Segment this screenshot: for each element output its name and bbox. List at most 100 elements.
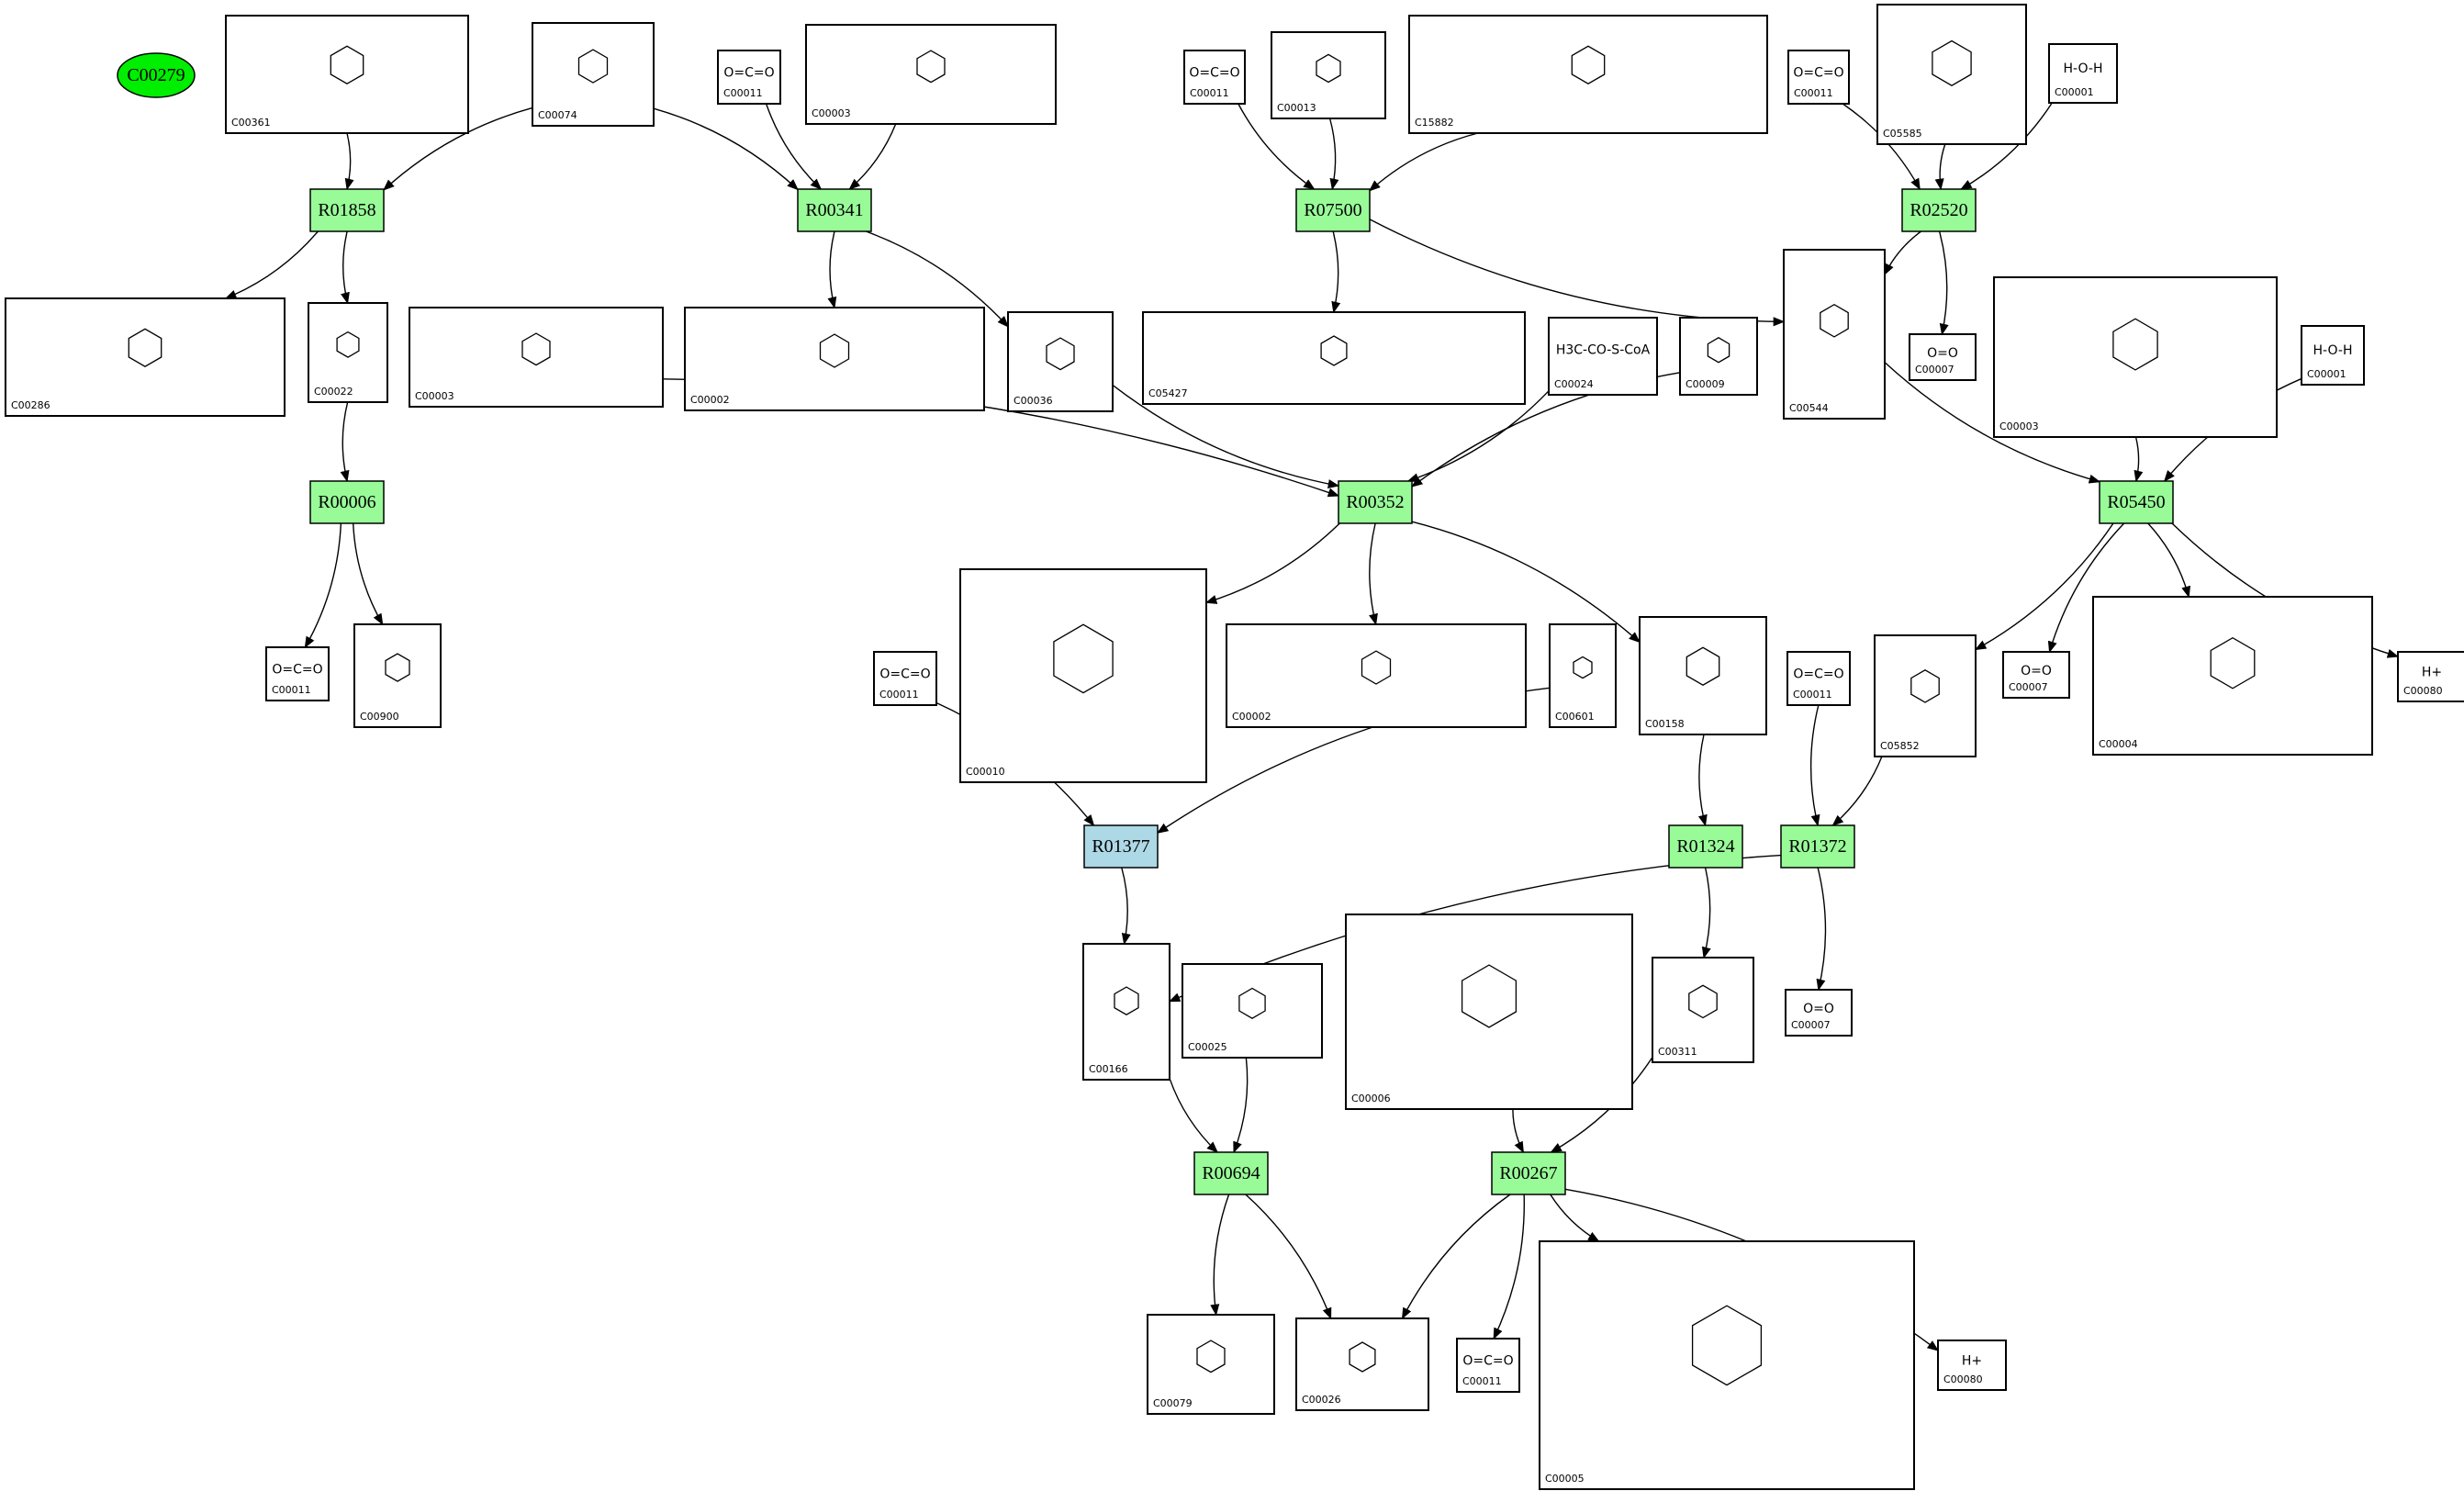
compound-box[interactable] (265, 646, 330, 701)
compound-node-c00026[interactable]: C00026 (1295, 1317, 1429, 1411)
compound-box[interactable] (2397, 651, 2464, 702)
compound-box[interactable] (5, 297, 286, 417)
reaction-box[interactable] (1338, 480, 1413, 524)
reaction-box[interactable] (1491, 1151, 1566, 1195)
reaction-node-R00341[interactable]: R00341 (797, 188, 872, 232)
compound-node-c00010[interactable]: C00010 (959, 568, 1207, 783)
compound-node-c00005[interactable]: C00005 (1539, 1240, 1915, 1490)
reaction-node-R01372[interactable]: R01372 (1780, 824, 1855, 869)
compound-node-c00003a[interactable]: C00003 (805, 24, 1057, 125)
reaction-node-R01858[interactable]: R01858 (309, 188, 385, 232)
compound-box[interactable] (308, 302, 388, 403)
reaction-box[interactable] (1295, 188, 1371, 232)
start-compound-node[interactable]: C00279 (117, 52, 196, 98)
compound-node-c00601[interactable]: C00601 (1549, 623, 1617, 728)
compound-box[interactable] (1876, 4, 2027, 145)
reaction-box[interactable] (2099, 480, 2174, 524)
compound-box[interactable] (1147, 1314, 1275, 1415)
compound-box[interactable] (1226, 623, 1527, 728)
compound-box[interactable] (1639, 616, 1767, 735)
reaction-box[interactable] (309, 480, 385, 524)
compound-node-c00286[interactable]: C00286 (5, 297, 286, 417)
reaction-box[interactable] (309, 188, 385, 232)
compound-node-c05585[interactable]: C05585 (1876, 4, 2027, 145)
compound-box[interactable] (2002, 651, 2070, 699)
compound-node-c00080a[interactable]: H+C00080 (2397, 651, 2464, 702)
reaction-node-R00694[interactable]: R00694 (1193, 1151, 1269, 1195)
compound-box[interactable] (532, 22, 655, 127)
compound-box[interactable] (1007, 311, 1114, 412)
reaction-box[interactable] (1780, 824, 1855, 869)
compound-box[interactable] (1874, 634, 1977, 757)
compound-node-c00079[interactable]: C00079 (1147, 1314, 1275, 1415)
compound-box[interactable] (1295, 1317, 1429, 1411)
compound-node-c00361[interactable]: C00361 (225, 15, 469, 134)
reaction-node-R00006[interactable]: R00006 (309, 480, 385, 524)
reaction-node-R07500[interactable]: R07500 (1295, 188, 1371, 232)
compound-box[interactable] (1182, 963, 1323, 1059)
compound-node-c00003b[interactable]: C00003 (409, 307, 664, 408)
compound-box[interactable] (1787, 50, 1850, 105)
compound-node-c15882[interactable]: C15882 (1408, 15, 1768, 134)
compound-node-c00006[interactable]: C00006 (1345, 914, 1633, 1110)
reaction-node-R01324[interactable]: R01324 (1668, 824, 1743, 869)
compound-box[interactable] (1082, 943, 1170, 1081)
compound-node-c00009[interactable]: C00009 (1679, 317, 1758, 396)
compound-box[interactable] (1456, 1338, 1520, 1393)
compound-box[interactable] (873, 651, 937, 706)
compound-box[interactable] (1408, 15, 1768, 134)
compound-box[interactable] (805, 24, 1057, 125)
compound-node-c00311[interactable]: C00311 (1652, 957, 1754, 1063)
reaction-node-R05450[interactable]: R05450 (2099, 480, 2174, 524)
compound-box[interactable] (1786, 651, 1851, 706)
reaction-node-R02520[interactable]: R02520 (1901, 188, 1977, 232)
compound-box[interactable] (1679, 317, 1758, 396)
reaction-box[interactable] (797, 188, 872, 232)
compound-box[interactable] (1183, 50, 1246, 105)
compound-node-c00158[interactable]: C00158 (1639, 616, 1767, 735)
compound-node-c00166[interactable]: C00166 (1082, 943, 1170, 1081)
compound-box[interactable] (1785, 989, 1853, 1037)
compound-node-c00002b[interactable]: C00002 (1226, 623, 1527, 728)
start-compound-ellipse[interactable] (117, 52, 196, 98)
compound-node-c00900[interactable]: C00900 (353, 623, 442, 728)
compound-box[interactable] (225, 15, 469, 134)
compound-box[interactable] (409, 307, 664, 408)
compound-box[interactable] (1783, 249, 1886, 420)
compound-box[interactable] (2301, 325, 2365, 386)
compound-box[interactable] (1652, 957, 1754, 1063)
compound-box[interactable] (717, 50, 781, 105)
compound-node-c00080b[interactable]: H+C00080 (1937, 1340, 2007, 1391)
reaction-box[interactable] (1193, 1151, 1269, 1195)
compound-box[interactable] (1549, 623, 1617, 728)
reaction-box[interactable] (1668, 824, 1743, 869)
compound-box[interactable] (353, 623, 442, 728)
compound-box[interactable] (1345, 914, 1633, 1110)
compound-box[interactable] (1993, 276, 2278, 438)
compound-box[interactable] (684, 307, 985, 411)
reaction-node-R00267[interactable]: R00267 (1491, 1151, 1566, 1195)
compound-node-c00013[interactable]: C00013 (1271, 31, 1386, 119)
compound-node-c00036[interactable]: C00036 (1007, 311, 1114, 412)
compound-node-c00022[interactable]: C00022 (308, 302, 388, 403)
compound-box[interactable] (959, 568, 1207, 783)
compound-node-c00074[interactable]: C00074 (532, 22, 655, 127)
compound-box[interactable] (1271, 31, 1386, 119)
reaction-box[interactable] (1901, 188, 1977, 232)
compound-node-c00004[interactable]: C00004 (2092, 596, 2373, 756)
compound-node-c00544[interactable]: C00544 (1783, 249, 1886, 420)
compound-box[interactable] (1142, 311, 1526, 405)
compound-box[interactable] (1539, 1240, 1915, 1490)
compound-node-c05852[interactable]: C05852 (1874, 634, 1977, 757)
